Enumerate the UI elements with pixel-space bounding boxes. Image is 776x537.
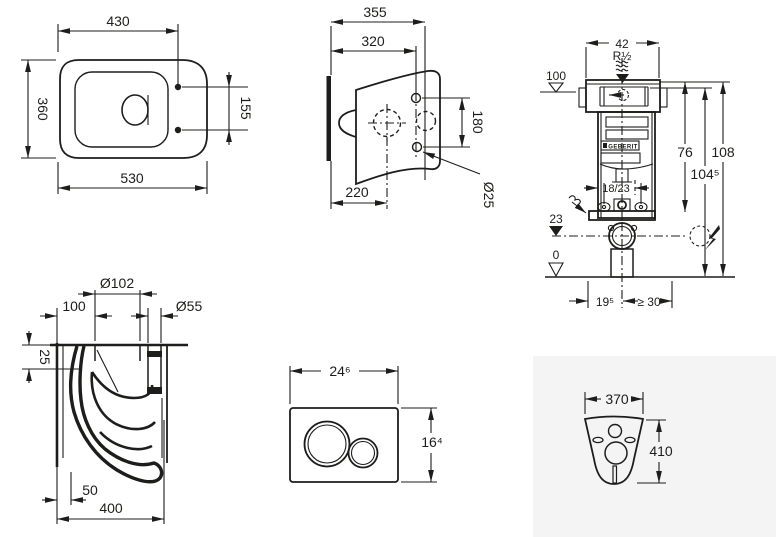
bowl-outline [59, 59, 208, 159]
dim-360-label: 360 [35, 97, 51, 121]
flush-plate-view: 24⁶ 16⁴ [289, 363, 443, 483]
dim-42-label: 42 [615, 37, 629, 51]
brand-label: GEBERIT [608, 145, 637, 151]
toilet-section-view: Ø102 100 Ø55 25 50 400 [22, 275, 202, 524]
dimension-lines-plate-view [289, 366, 437, 483]
tank-bottom-curve [599, 163, 654, 170]
datum-0-symbol [548, 262, 564, 278]
toilet-top-view: 430 360 530 155 [21, 13, 254, 194]
side-clip-left [578, 87, 587, 108]
rear-body-outline [355, 69, 441, 186]
dim-30-label: ≥ 30 [637, 295, 661, 309]
side-clip-right [659, 87, 668, 108]
spigot-bump [338, 109, 357, 138]
water-supply-symbol [609, 60, 630, 102]
brand-plate [600, 140, 640, 151]
dim-76-label: 76 [677, 144, 693, 160]
inlet-circle [415, 110, 437, 132]
dim-1823-label: 18/23 [602, 183, 630, 195]
dimension-lines-section-view [22, 290, 178, 524]
gasket-slot-left [592, 436, 604, 444]
installation-frame-view: GEBERIT [540, 37, 735, 309]
dim-246-label: 24⁶ [329, 363, 350, 379]
mounting-hole-top [174, 83, 182, 91]
mounting-rail [588, 183, 656, 221]
brand-logo-mark [603, 143, 607, 148]
supply-thread-label: R½ [613, 49, 632, 63]
gasket-slot-bottom [612, 465, 618, 484]
flush-button-large [303, 420, 351, 468]
ceramic-shell [69, 345, 164, 484]
flush-plate-outline [289, 407, 399, 483]
fixing-hole-bottom [411, 141, 423, 153]
toilet-rear-view: 355 320 220 180 Ø25 [326, 4, 497, 209]
gasket-view: 370 410 [533, 356, 776, 537]
datum-100-label: 100 [546, 69, 566, 83]
dim-195-label: 19⁵ [596, 295, 614, 309]
cistern-top [578, 79, 668, 113]
dim-164-label: 16⁴ [421, 434, 443, 450]
dim-d55-label: Ø55 [176, 298, 203, 314]
seat-ring [74, 71, 169, 148]
frame-body: GEBERIT [586, 111, 660, 219]
gasket-slot-right [624, 436, 636, 444]
dim-d25-label: Ø25 [481, 182, 497, 209]
datum-100-symbol [540, 82, 576, 93]
datum-23-symbol [549, 226, 563, 236]
lightning-bolt-icon [705, 225, 720, 250]
drain-bend [552, 222, 688, 308]
wall-reference-line [326, 76, 331, 161]
gasket-outline [583, 415, 645, 485]
dim-530-label: 530 [120, 170, 144, 186]
trap-section-lines [57, 368, 156, 451]
bowl-opening [121, 94, 149, 126]
dim-104-label: 104⁵ [690, 166, 719, 182]
dimension-lines-top-view [21, 24, 248, 194]
dim-155-label: 155 [238, 96, 254, 120]
dim-d102-label: Ø102 [100, 275, 134, 291]
dimension-lines-rear-view [330, 19, 481, 209]
electrical-connection-symbol [689, 225, 720, 250]
dim-180-label: 180 [470, 110, 486, 134]
gasket-hole-center [604, 441, 628, 465]
dim-430-label: 430 [106, 13, 130, 29]
dim-400-label: 400 [99, 500, 123, 516]
dim-320-label: 320 [361, 33, 385, 49]
dim-220-label: 220 [345, 184, 369, 200]
datum-0-label: 0 [553, 248, 560, 262]
spray-symbol [568, 195, 587, 214]
dim-410-label: 410 [649, 443, 673, 459]
gasket-hole-top [607, 423, 623, 439]
mounting-hole-bottom [174, 126, 182, 134]
gasket-photo-background [533, 356, 776, 537]
datum-23-label: 23 [549, 212, 563, 226]
dimension-lines-gasket-view [584, 392, 666, 484]
dimension-lines-frame-view [569, 40, 730, 308]
soil-pipe [94, 345, 141, 393]
dim-355-label: 355 [363, 4, 387, 20]
dim-100-label: 100 [62, 298, 86, 314]
dim-370-label: 370 [605, 391, 629, 407]
dim-50-label: 50 [82, 482, 98, 498]
inlet-pipe [147, 345, 162, 394]
dim-25-label: 25 [37, 349, 53, 365]
dim-108-label: 108 [711, 144, 735, 160]
flush-button-small [347, 437, 379, 469]
